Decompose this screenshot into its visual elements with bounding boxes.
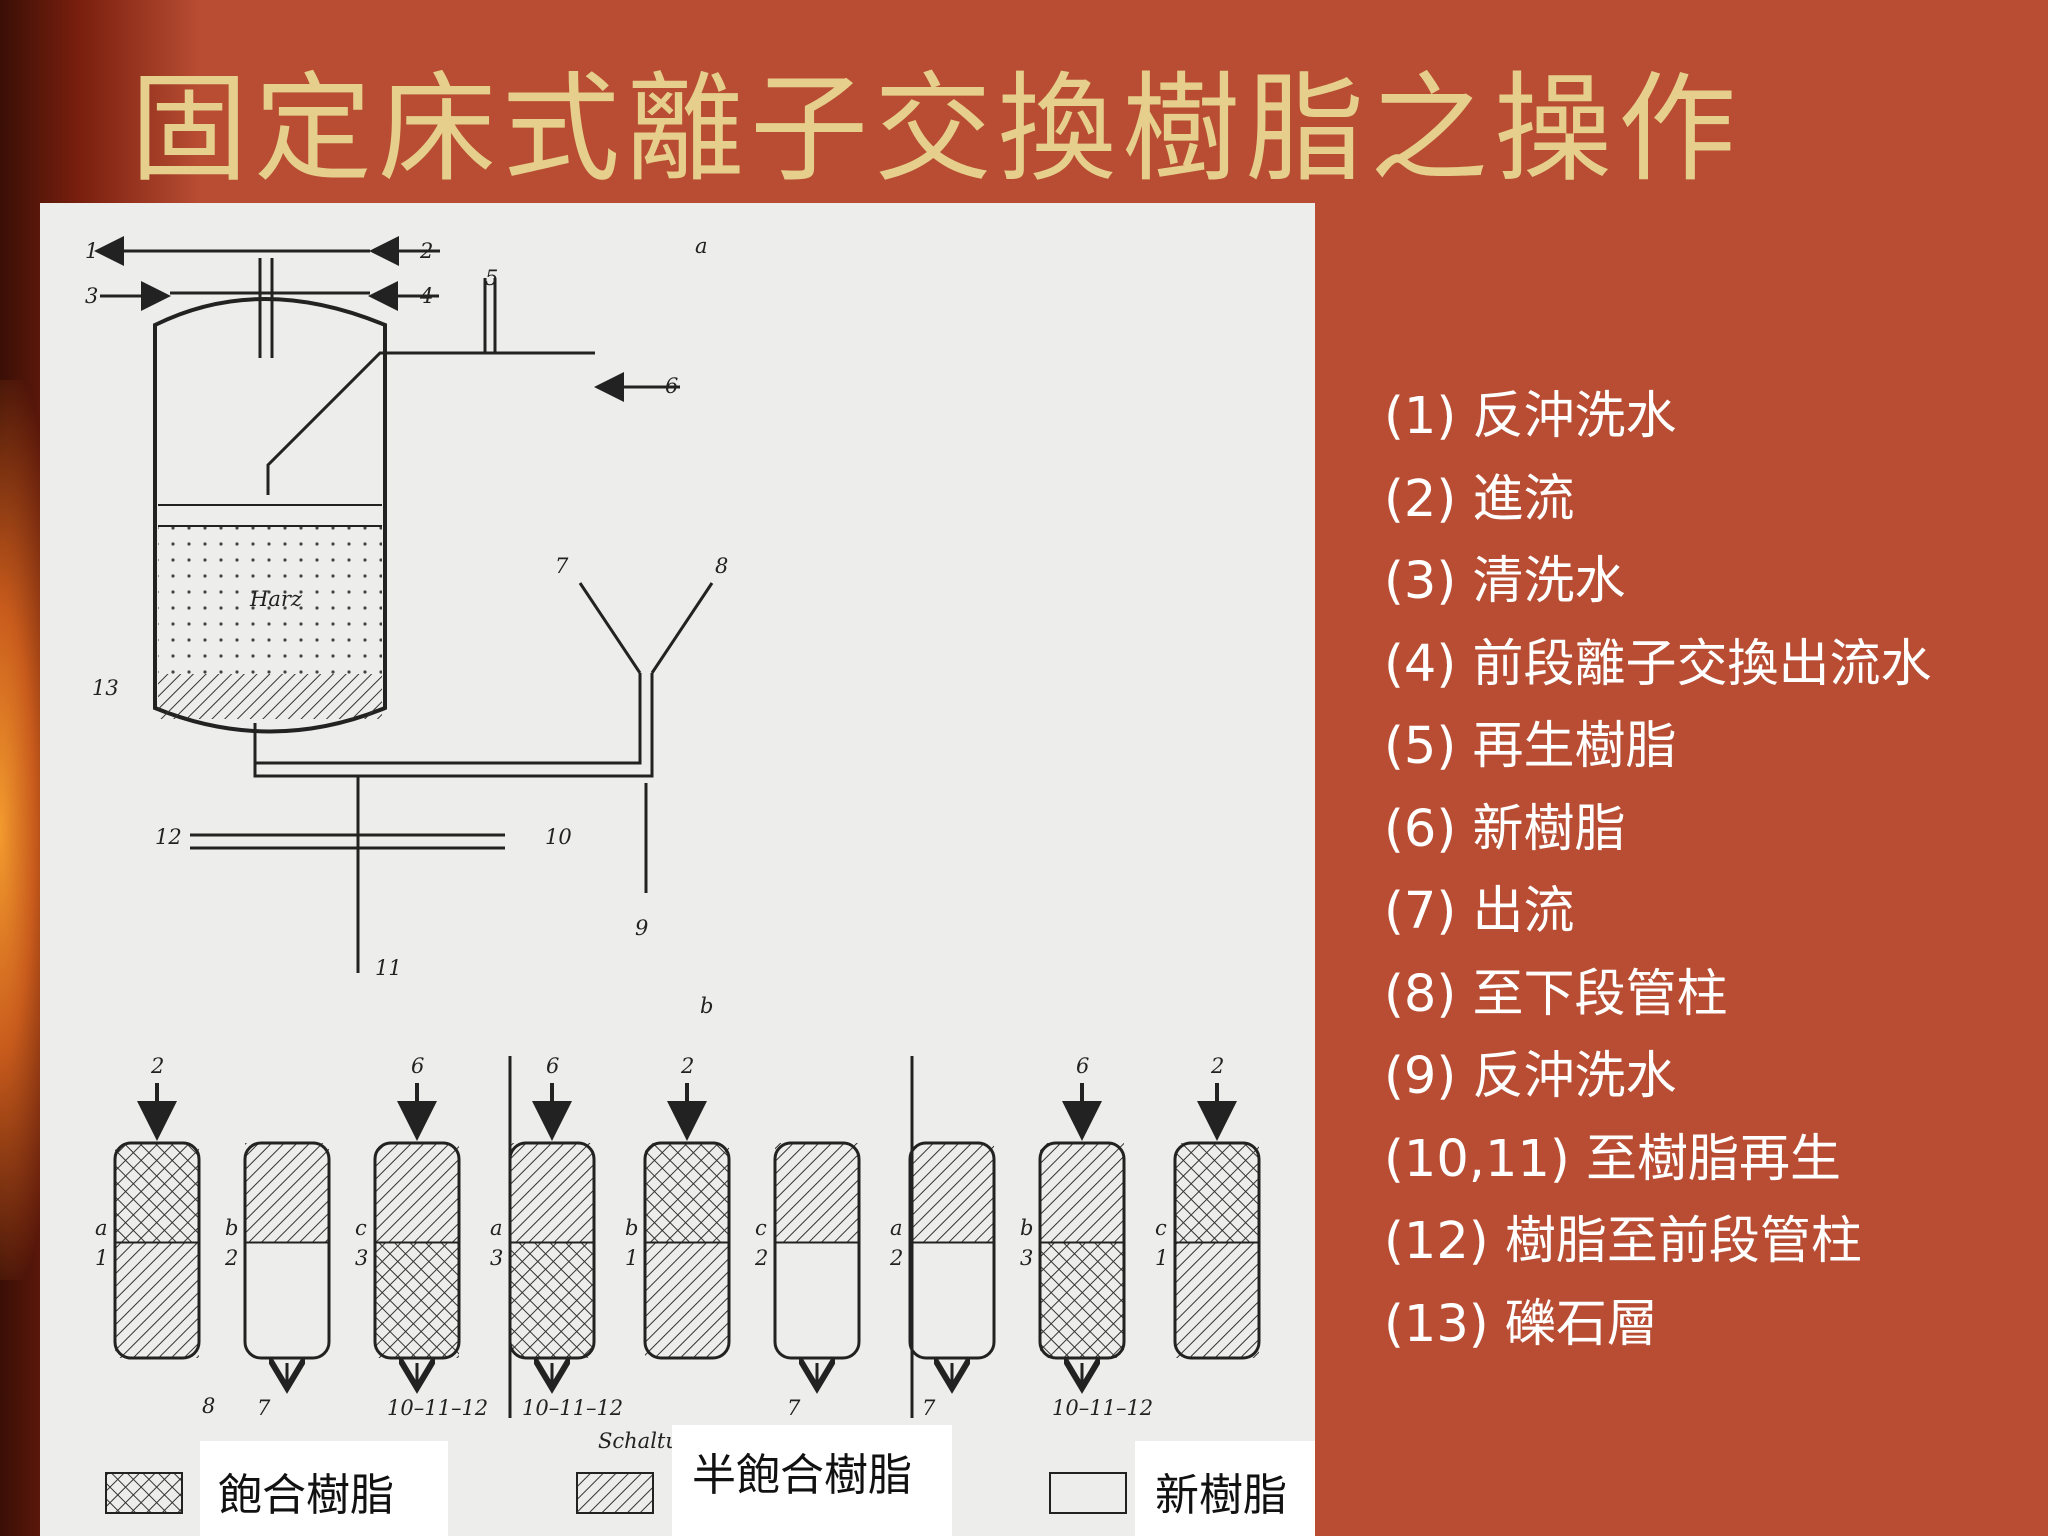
column-number: 3 [490, 1246, 503, 1270]
column-letter: a [490, 1216, 503, 1240]
column-outlet-label: 10–11–12 [522, 1396, 623, 1420]
column-letter: c [755, 1216, 767, 1240]
slide-title: 固定床式離子交換樹脂之操作 [130, 60, 1743, 198]
legend-label-box: 飽合樹脂 [200, 1441, 448, 1536]
legend-item: (2) 進流 [1384, 469, 1575, 529]
legend-item: (5) 再生樹脂 [1384, 717, 1677, 776]
column-letter: a [890, 1216, 903, 1240]
column-upper-zone [775, 1143, 859, 1243]
legend-swatch-fresh [1049, 1472, 1127, 1514]
legend-item: (8) 至下段管柱 [1384, 964, 1728, 1024]
column-feed-label: 6 [546, 1054, 559, 1078]
num-9: 9 [635, 916, 648, 940]
panel-a-label: a [695, 234, 708, 258]
column-feed-label: 2 [150, 1054, 164, 1078]
panel-b-label: b [700, 994, 713, 1018]
column-lower-zone [910, 1243, 994, 1359]
column-upper-zone [645, 1143, 729, 1243]
num-12: 12 [155, 825, 182, 849]
legend-item: (9) 反沖洗水 [1384, 1047, 1677, 1106]
legend-item: (10,11) 至樹脂再生 [1384, 1129, 1842, 1189]
ion-exchange-diagram: a b Harz [40, 203, 1315, 1536]
num-3: 3 [85, 284, 98, 308]
connector-label: 8 [202, 1394, 215, 1418]
exchange-column [643, 1141, 731, 1360]
legend-label-box: 新樹脂 [1135, 1441, 1315, 1536]
num-4: 4 [419, 284, 433, 308]
column-outlet-label: 7 [922, 1396, 936, 1420]
column-lower-zone [245, 1243, 329, 1359]
column-upper-zone [1040, 1143, 1124, 1243]
num-1: 1 [85, 239, 98, 263]
column-feed-label: 2 [1210, 1054, 1224, 1078]
legend-item: (12) 樹脂至前段管柱 [1384, 1212, 1862, 1271]
legend-swatch-saturated [105, 1472, 183, 1514]
legend-item: (4) 前段離子交換出流水 [1384, 634, 1932, 694]
legend-label-half: 半飽合樹脂 [692, 1450, 912, 1501]
column-number: 1 [1155, 1246, 1168, 1270]
stream-legend-list: (1) 反沖洗水 (2) 進流 (3) 清洗水 (4) 前段離子交換出流水 (5… [1384, 376, 1931, 1366]
exchange-column [1173, 1141, 1261, 1360]
column-lower-zone [115, 1242, 199, 1358]
column-upper-zone [375, 1143, 459, 1243]
column-lower-zone [645, 1242, 729, 1358]
exchange-vessel: Harz [153, 297, 387, 734]
exchange-column [113, 1141, 201, 1360]
num-5: 5 [485, 266, 498, 290]
piping [94, 236, 714, 973]
column-upper-zone [510, 1143, 594, 1243]
column-upper-zone [1175, 1143, 1259, 1243]
legend-label-fresh: 新樹脂 [1155, 1470, 1287, 1521]
column-number: 3 [1020, 1246, 1033, 1270]
legend-item: (3) 清洗水 [1384, 552, 1626, 611]
column-letter: b [225, 1216, 238, 1240]
column-feed-label: 6 [1076, 1054, 1089, 1078]
resin-label: Harz [249, 587, 303, 611]
column-number: 2 [754, 1246, 768, 1270]
num-2: 2 [419, 239, 433, 263]
column-letter: c [355, 1216, 367, 1240]
legend-label-box: 半飽合樹脂 [672, 1425, 952, 1536]
column-outlet-label: 7 [787, 1396, 801, 1420]
resin-bed [158, 526, 382, 674]
column-upper-zone [910, 1143, 994, 1243]
column-feed-label: 6 [411, 1054, 424, 1078]
column-outlet-label: 10–11–12 [1052, 1396, 1153, 1420]
column-number: 2 [889, 1246, 903, 1270]
legend-item: (1) 反沖洗水 [1384, 387, 1677, 446]
legend-swatch-half [576, 1472, 654, 1514]
column-outlet-label: 7 [257, 1396, 271, 1420]
column-outlet-label: 10–11–12 [387, 1396, 488, 1420]
schematic-columns: 2 a 1 b 2 7 6 c 3 10–11–12 6 a 3 10–11–12 2 b 1 c 2 7 a 2 7 6 b 3… [95, 1054, 1261, 1420]
column-letter: a [95, 1216, 108, 1240]
column-letter: b [1020, 1216, 1033, 1240]
column-lower-zone [1175, 1242, 1259, 1358]
legend-item: (6) 新樹脂 [1384, 799, 1626, 859]
column-number: 2 [224, 1246, 238, 1270]
num-11: 11 [375, 956, 402, 980]
legend-label-saturated: 飽合樹脂 [218, 1470, 394, 1521]
legend-item: (7) 出流 [1384, 882, 1575, 941]
top-diagram-numbers: 1 2 3 4 5 6 7 8 9 10 11 12 13 [85, 239, 728, 980]
num-10: 10 [545, 825, 572, 849]
num-8: 8 [715, 554, 728, 578]
num-13: 13 [92, 676, 119, 700]
column-upper-zone [115, 1143, 199, 1243]
legend-item: (13) 礫石層 [1384, 1294, 1658, 1354]
column-lower-zone [775, 1243, 859, 1359]
column-feed-label: 2 [680, 1054, 694, 1078]
column-lower-zone [375, 1242, 459, 1358]
num-7: 7 [555, 554, 569, 578]
column-number: 3 [355, 1246, 368, 1270]
column-upper-zone [245, 1143, 329, 1243]
num-6: 6 [665, 374, 678, 398]
column-lower-zone [1040, 1242, 1124, 1358]
column-letter: b [625, 1216, 638, 1240]
column-letter: c [1155, 1216, 1167, 1240]
gravel-layer [158, 674, 382, 719]
caption-fragment: Schaltu [598, 1429, 679, 1453]
column-number: 1 [95, 1246, 108, 1270]
column-number: 1 [625, 1246, 638, 1270]
column-lower-zone [510, 1242, 594, 1358]
